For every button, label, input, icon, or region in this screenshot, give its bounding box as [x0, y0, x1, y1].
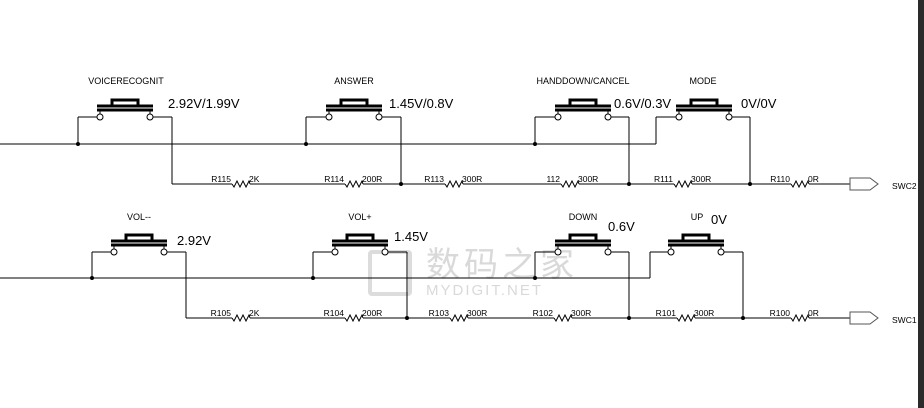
push-button-switch-icon [676, 98, 732, 112]
voltage-reading: 0.6V/0.3V [614, 96, 671, 111]
voltage-reading: 2.92V/1.99V [168, 96, 240, 111]
resistor-value: 0R [808, 308, 819, 318]
switch-terminal [160, 248, 168, 256]
switch-label: VOL+ [348, 212, 371, 222]
push-button-switch-icon [111, 233, 167, 247]
push-button-switch-icon [668, 233, 724, 247]
resistor-ref: R104 [324, 308, 345, 318]
junction-dot [533, 276, 537, 280]
switch-terminal [604, 248, 612, 256]
push-button-switch-icon [332, 233, 388, 247]
resistor-icon [344, 313, 364, 323]
resistor-ref: R102 [533, 308, 554, 318]
resistor-icon [673, 179, 693, 189]
resistor-value: 200R [362, 308, 382, 318]
resistor-ref: R111 [654, 174, 673, 184]
push-button-switch-icon [555, 98, 611, 112]
resistor-value: 300R [691, 174, 711, 184]
voltage-reading: 2.92V [177, 233, 211, 248]
voltage-reading: 1.45V/0.8V [389, 96, 454, 111]
switch-terminal [667, 248, 675, 256]
resistor-icon [560, 179, 580, 189]
port-flag-icon [849, 311, 879, 325]
switch-terminal [110, 248, 118, 256]
switch-terminal [146, 113, 154, 121]
resistor-icon [790, 313, 810, 323]
junction-dot [76, 142, 80, 146]
watermark-chinese: 数码之家 [426, 245, 578, 285]
switch-terminal [604, 113, 612, 121]
resistor-icon [449, 313, 469, 323]
resistor-ref: R101 [656, 308, 677, 318]
switch-label: HANDDOWN/CANCEL [536, 76, 629, 86]
port-flag-icon [849, 177, 879, 191]
resistor-value: 0R [808, 174, 819, 184]
resistor-ref: R103 [429, 308, 450, 318]
resistor-ref: R113 [424, 174, 444, 184]
junction-dot [90, 276, 94, 280]
resistor-value: 300R [467, 308, 487, 318]
voltage-reading: 1.45V [394, 229, 428, 244]
resistor-value: 300R [694, 308, 714, 318]
switch-terminal [725, 113, 733, 121]
resistor-icon [344, 179, 364, 189]
resistor-ref: R114 [324, 174, 344, 184]
resistor-ref: R115 [211, 174, 231, 184]
switch-label: VOL-- [127, 212, 151, 222]
switch-terminal [554, 248, 562, 256]
resistor-ref: R100 [770, 308, 791, 318]
port-label: SWC1 [892, 315, 917, 325]
switch-terminal [375, 113, 383, 121]
scrollbar[interactable] [918, 0, 924, 408]
resistor-icon [231, 313, 251, 323]
voltage-reading: 0V/0V [741, 96, 777, 111]
junction-dot [304, 142, 308, 146]
resistor-ref: R110 [770, 174, 790, 184]
switch-terminal [675, 113, 683, 121]
push-button-switch-icon [97, 98, 153, 112]
resistor-value: 300R [571, 308, 591, 318]
resistor-icon [231, 179, 251, 189]
resistor-icon [553, 313, 573, 323]
voltage-reading: 0V [711, 212, 727, 227]
switch-terminal [554, 113, 562, 121]
resistor-ref: 112 [546, 174, 560, 184]
watermark-english: MYDIGIT.NET [426, 282, 544, 299]
switch-label: DOWN [569, 212, 598, 222]
switch-label: UP [691, 212, 704, 222]
switch-label: VOICERECOGNIT [88, 76, 164, 86]
resistor-value: 200R [362, 174, 382, 184]
switch-label: ANSWER [334, 76, 374, 86]
junction-dot [311, 276, 315, 280]
switch-terminal [381, 248, 389, 256]
port-label: SWC2 [892, 181, 917, 191]
switch-terminal [96, 113, 104, 121]
resistor-ref: R105 [211, 308, 232, 318]
switch-terminal [325, 113, 333, 121]
push-button-switch-icon [326, 98, 382, 112]
resistor-value: 300R [578, 174, 598, 184]
switch-terminal [331, 248, 339, 256]
switch-label: MODE [690, 76, 717, 86]
switch-terminal [717, 248, 725, 256]
junction-dot [533, 142, 537, 146]
voltage-reading: 0.6V [608, 219, 635, 234]
resistor-icon [676, 313, 696, 323]
resistor-value: 300R [462, 174, 482, 184]
resistor-icon [444, 179, 464, 189]
resistor-value: 2K [249, 308, 260, 318]
resistor-icon [790, 179, 810, 189]
resistor-value: 2K [249, 174, 260, 184]
push-button-switch-icon [555, 233, 611, 247]
